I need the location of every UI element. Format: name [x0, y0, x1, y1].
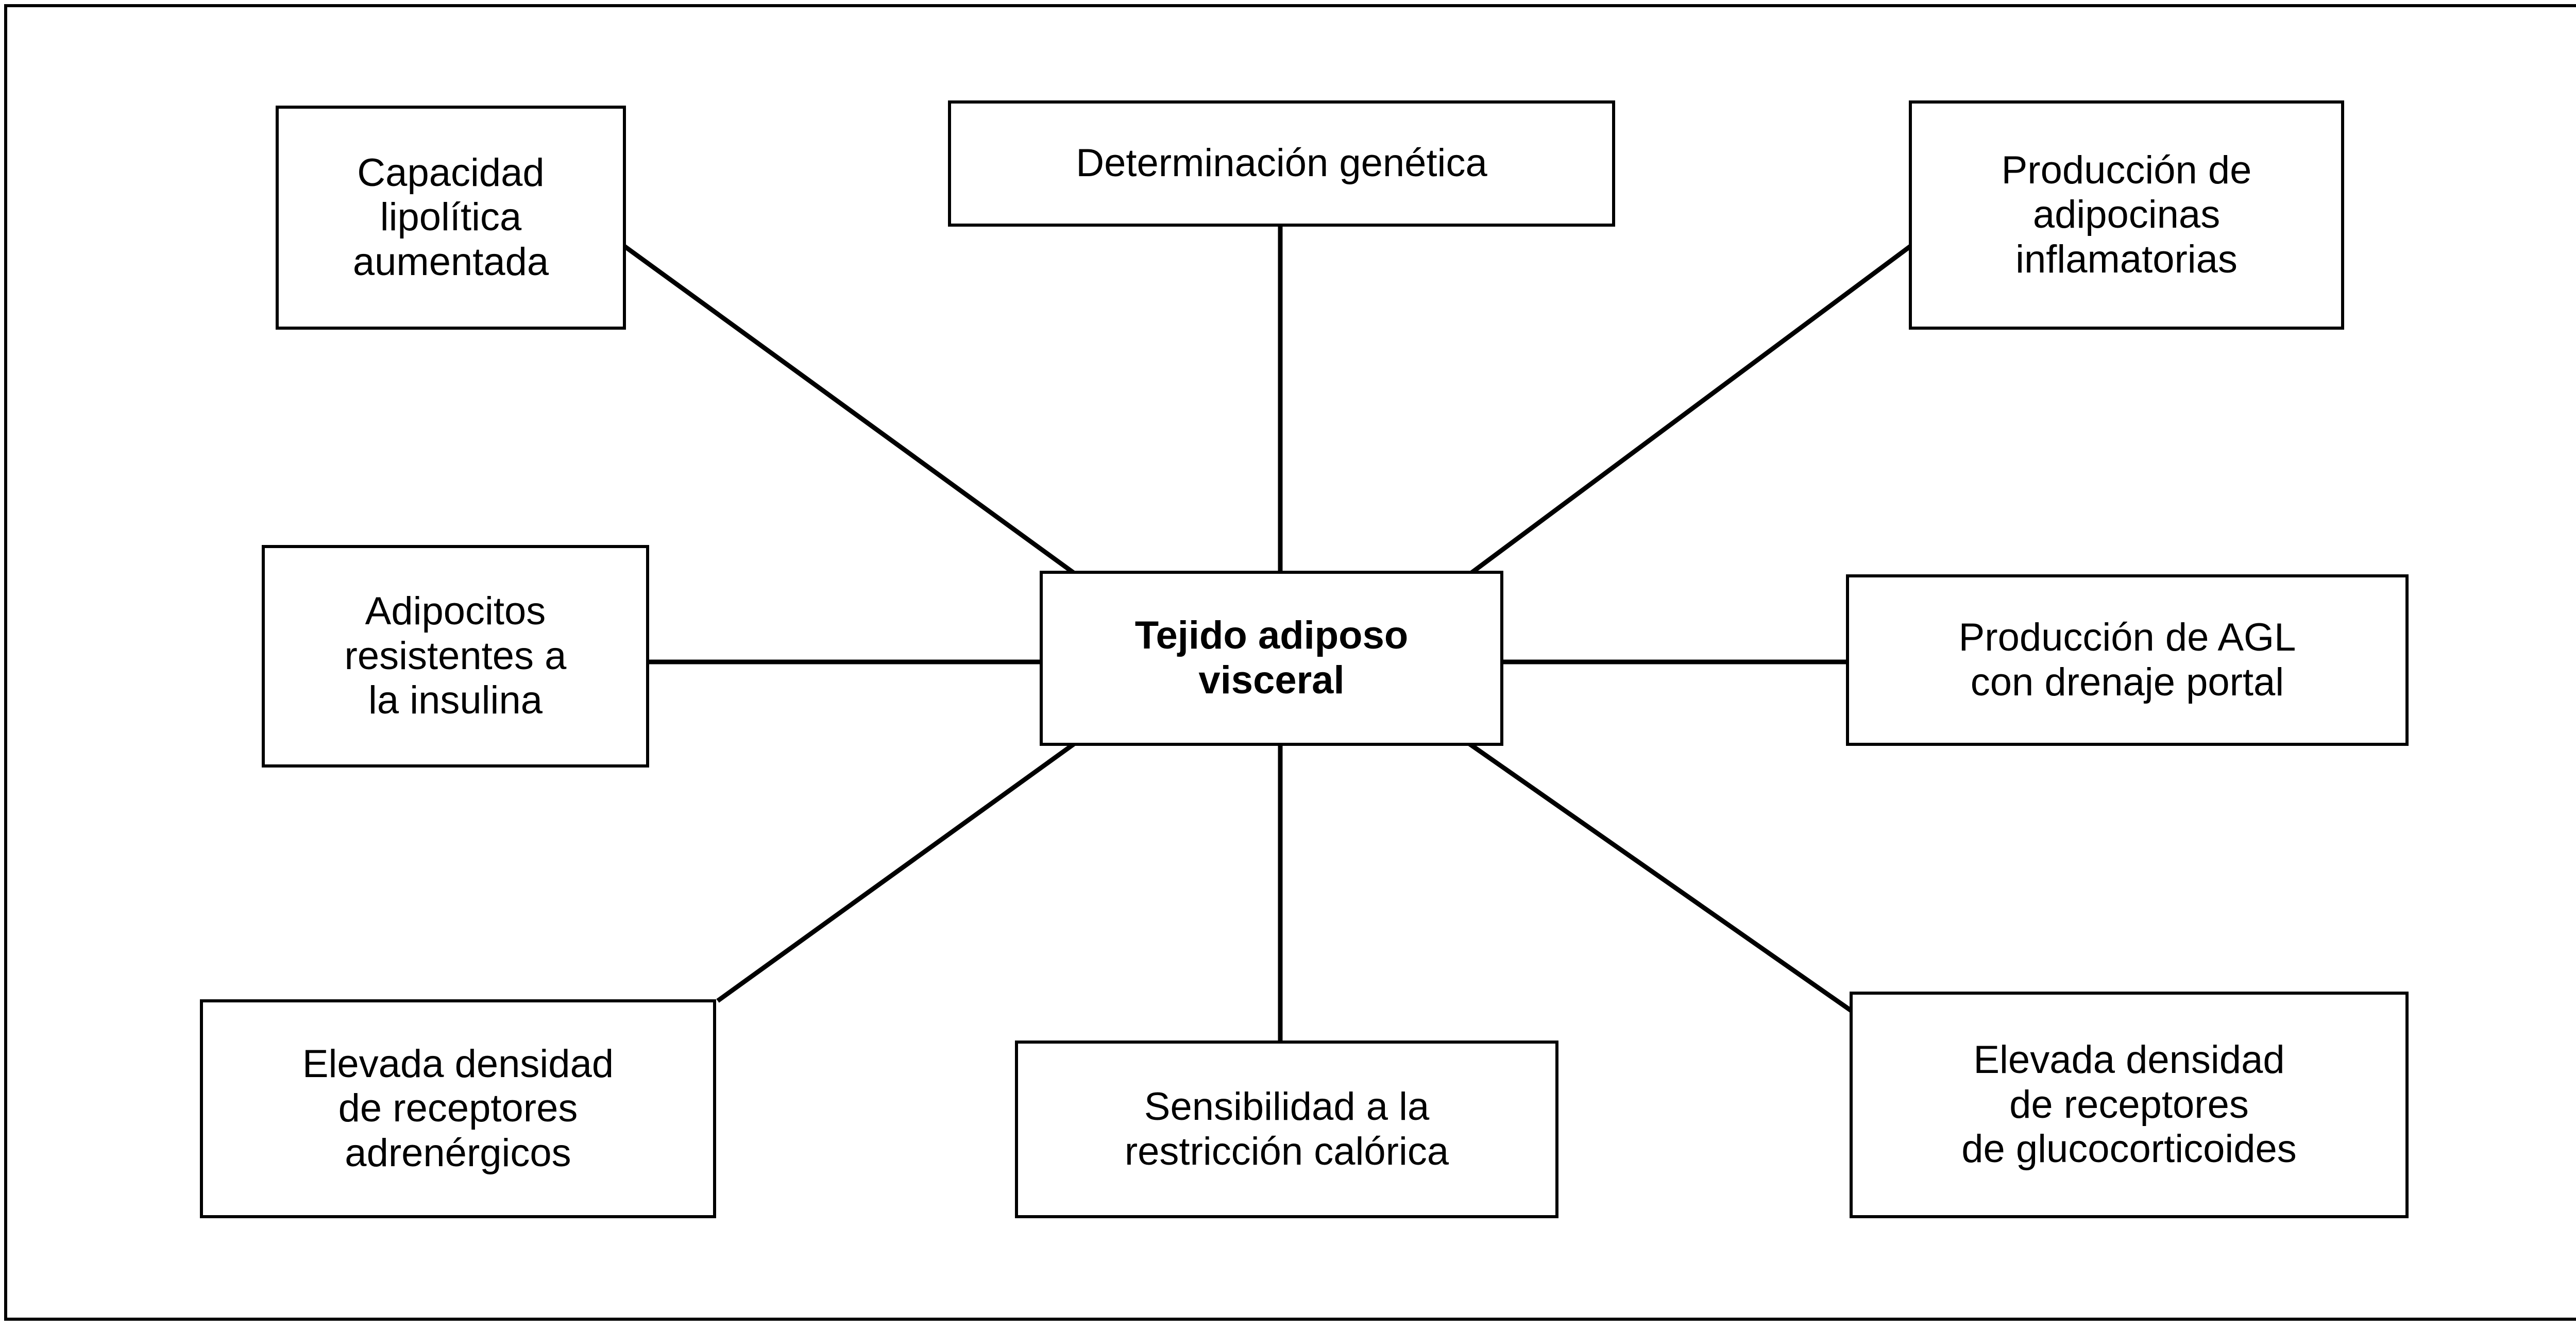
- node-label: Determinación genética: [1076, 141, 1487, 185]
- diagram-outer-frame: [4, 4, 2576, 1321]
- node-sensibilidad-restriccion-calorica[interactable]: Sensibilidad a la restricción calórica: [1015, 1041, 1558, 1218]
- node-elevada-densidad-receptores-adrenergicos[interactable]: Elevada densidad de receptores adrenérgi…: [200, 999, 716, 1218]
- connector-capacidad-lipolitica: [623, 244, 1075, 575]
- node-label: Elevada densidad de receptores de glucoc…: [1961, 1038, 2297, 1171]
- node-label: Tejido adiposo visceral: [1134, 613, 1409, 702]
- node-determinacion-genetica[interactable]: Determinación genética: [948, 100, 1615, 227]
- node-capacidad-lipolitica-aumentada[interactable]: Capacidad lipolítica aumentada: [276, 106, 626, 330]
- node-adipocitos-resistentes-insulina[interactable]: Adipocitos resistentes a la insulina: [262, 545, 649, 768]
- node-elevada-densidad-receptores-glucocorticoides[interactable]: Elevada densidad de receptores de glucoc…: [1850, 992, 2409, 1218]
- connector-adipocinas-inflamatorias: [1470, 244, 1912, 575]
- node-tejido-adiposo-visceral[interactable]: Tejido adiposo visceral: [1040, 571, 1503, 746]
- node-label: Producción de AGL con drenaje portal: [1958, 615, 2296, 704]
- node-label: Elevada densidad de receptores adrenérgi…: [302, 1042, 614, 1175]
- node-produccion-adipocinas-inflamatorias[interactable]: Producción de adipocinas inflamatorias: [1909, 100, 2344, 330]
- node-label: Producción de adipocinas inflamatorias: [2001, 148, 2252, 281]
- node-produccion-agl-drenaje-portal[interactable]: Producción de AGL con drenaje portal: [1846, 574, 2409, 746]
- node-label: Adipocitos resistentes a la insulina: [344, 589, 567, 723]
- connector-receptores-adrenergicos: [716, 742, 1076, 1003]
- node-label: Sensibilidad a la restricción calórica: [1124, 1084, 1449, 1173]
- node-label: Capacidad lipolítica aumentada: [352, 150, 549, 284]
- connector-receptores-glucocorticoides: [1468, 742, 1853, 1013]
